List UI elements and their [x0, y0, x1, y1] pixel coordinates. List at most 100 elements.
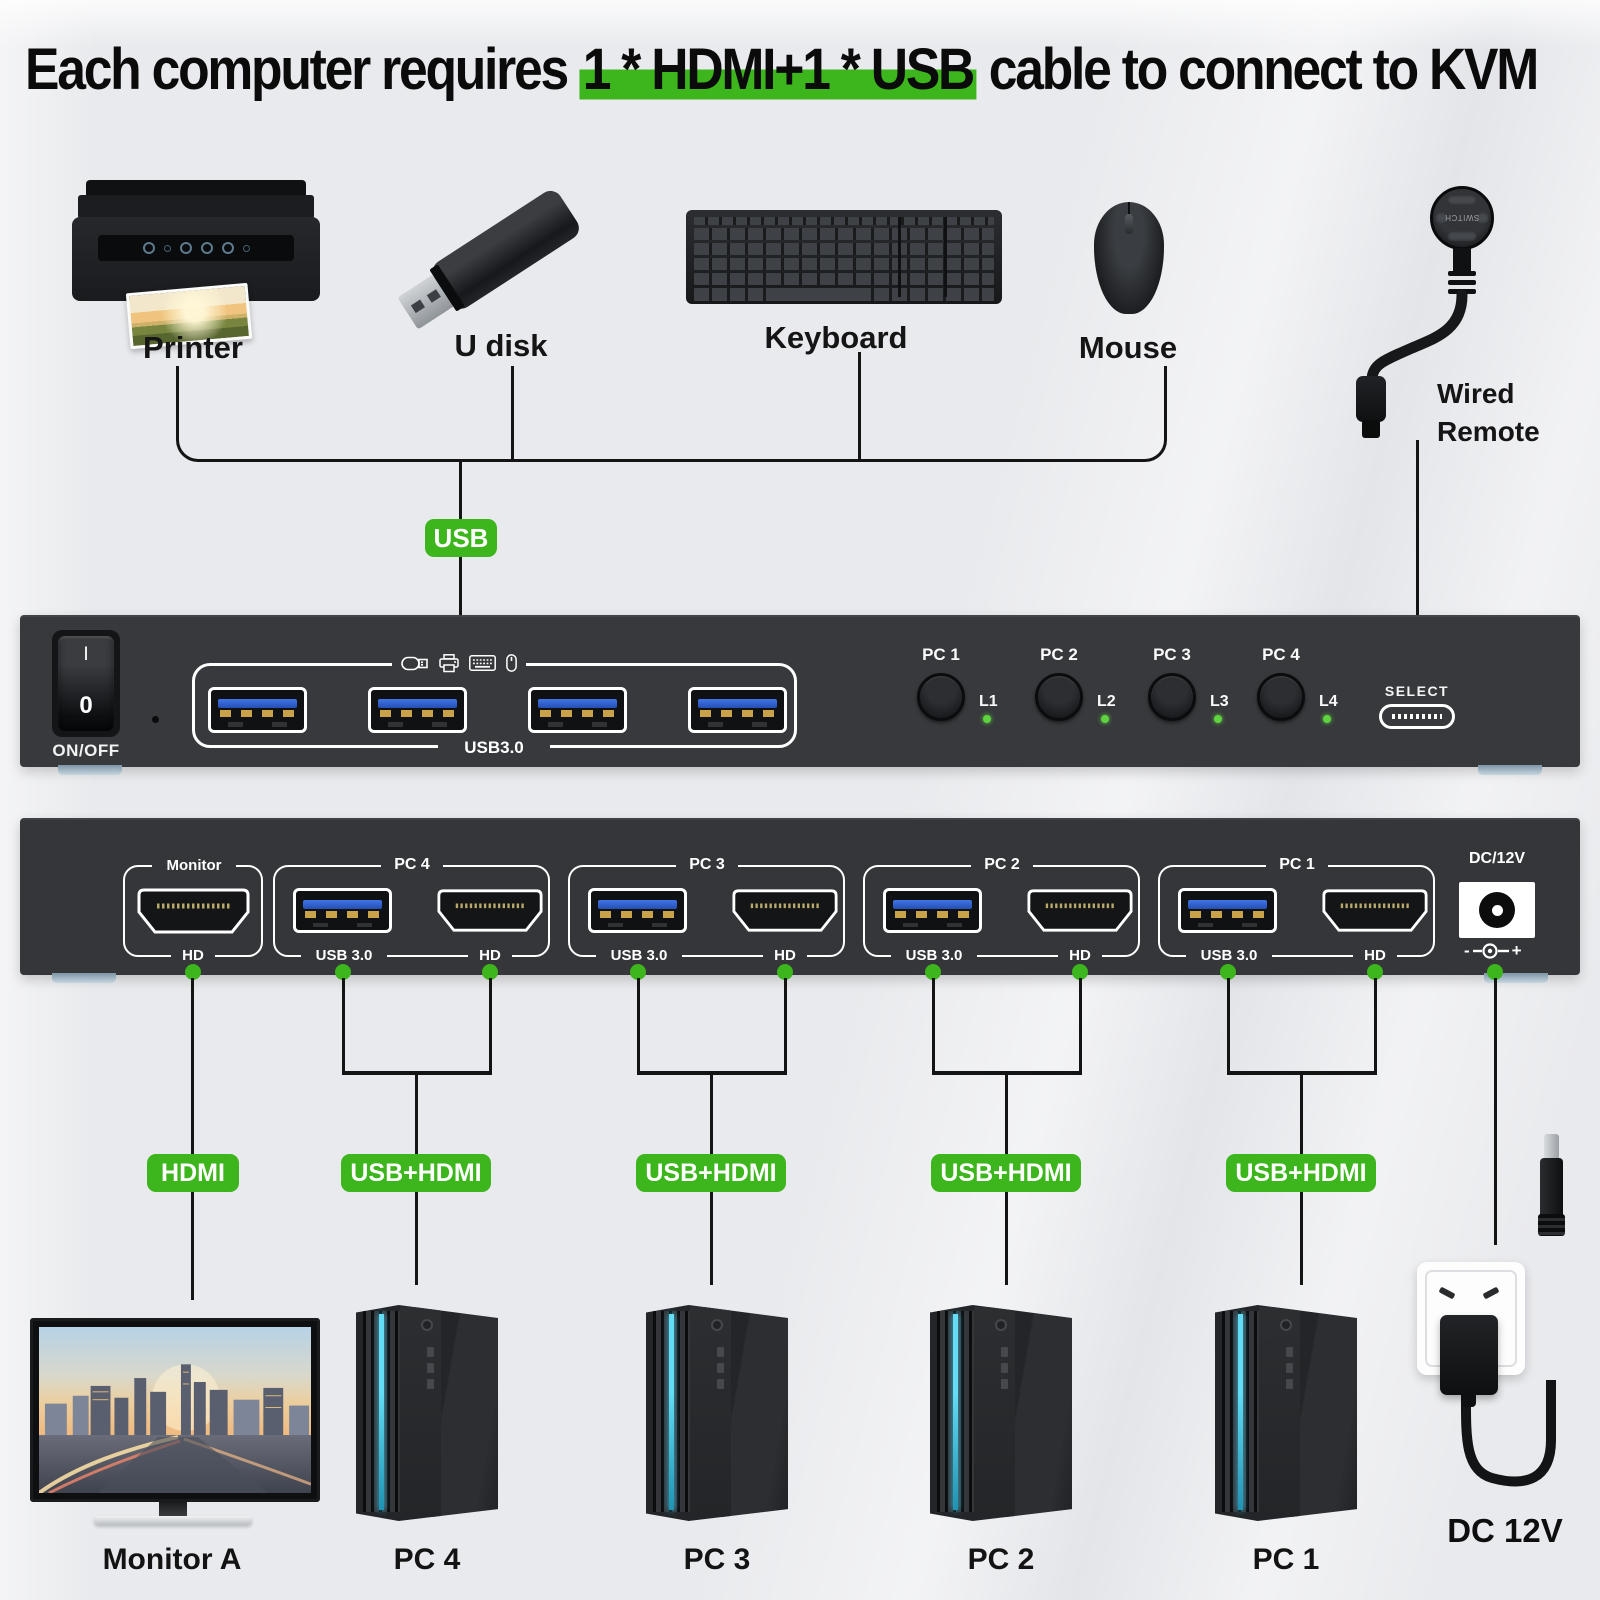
pc3-section-label: PC 3 [689, 856, 725, 873]
remote-cable [1366, 290, 1468, 386]
keyboard-separator [898, 217, 901, 297]
front-port-icons [392, 651, 526, 675]
udisk-line [511, 366, 514, 462]
keyboard-separator [944, 217, 947, 297]
pc1-led [983, 715, 991, 723]
pc4-tower-illustration [356, 1305, 498, 1521]
pc2-hd-label: HD [1069, 946, 1091, 964]
pc4-cable-badge: USB+HDMI [341, 1154, 491, 1192]
pc2-button-label: PC 2 [1040, 645, 1078, 664]
pc4-usb-port [293, 888, 392, 933]
monitor-hdmi-port [137, 888, 250, 934]
printer-power-icon [142, 242, 155, 254]
remote-stem [1453, 248, 1471, 272]
mouse-seam [1128, 202, 1130, 214]
mouse-illustration [1094, 202, 1164, 314]
printer-button-icon [163, 244, 171, 252]
kvm-foot [1484, 973, 1548, 983]
dc-power-adapter [1440, 1315, 1498, 1407]
dc-cable-line [1494, 978, 1497, 1245]
monitor-connection-dot [185, 964, 201, 980]
pc1-usb-port [1178, 888, 1277, 933]
polarity-symbol-icon [1472, 943, 1509, 959]
usb-connector-hole [426, 289, 441, 303]
printer-scanner [78, 195, 314, 219]
remote-stem-rib [1448, 271, 1476, 276]
dc-barrel-connector [1540, 1158, 1563, 1222]
pc4-cable-bracket [342, 978, 492, 1075]
power-off-symbol: 0 [79, 692, 93, 719]
pc1-button [917, 673, 965, 721]
pc2-usb-connection-dot [925, 964, 941, 980]
kvm-foot [52, 973, 116, 983]
dc-power-jack [1459, 882, 1535, 938]
printer-icon [439, 653, 459, 672]
pc2-usb-label: USB 3.0 [905, 946, 963, 964]
keyboard-row [694, 273, 994, 285]
pc2-hd-label-wrap: HD [1058, 945, 1102, 965]
usb-cable-badge: USB [425, 519, 497, 557]
pc2-hdmi-port [1027, 889, 1133, 932]
pc1-hd-connection-dot [1367, 964, 1383, 980]
pc1-hd-label: HD [1364, 946, 1386, 964]
pc2-cable-badge: USB+HDMI [931, 1154, 1081, 1192]
keyboard-line [858, 352, 861, 462]
pc2-usb-label-wrap: USB 3.0 [891, 945, 977, 965]
pc2-led-label: L2 [1097, 693, 1116, 710]
pc4-usb-connection-dot [335, 964, 351, 980]
monitor-hd-label: HD [182, 946, 204, 964]
monitor-a-illustration [30, 1318, 320, 1502]
keyboard-row [694, 258, 994, 270]
pc1-usb-label: USB 3.0 [1200, 946, 1258, 964]
pc1-usb-label-wrap: USB 3.0 [1186, 945, 1272, 965]
mouse-label: Mouse [1078, 330, 1178, 365]
pc1-hd-label-wrap: HD [1353, 945, 1397, 965]
udisk-label: U disk [454, 328, 548, 363]
remote-line [1416, 440, 1419, 656]
pc4-button-label: PC 4 [1262, 645, 1300, 664]
pc4-led-label: L4 [1319, 693, 1338, 710]
monitor-port-label: Monitor [166, 856, 222, 874]
select-usbc-port [1379, 704, 1455, 729]
title-pre: Each computer requires [25, 37, 580, 102]
monitor-cable-line [191, 978, 194, 1300]
pc3-usb-port [588, 888, 687, 933]
polarity-plus: + [1511, 941, 1522, 960]
wired-remote-label-line2: Remote [1437, 415, 1540, 447]
keyboard-row [694, 288, 994, 301]
printer-wifi-icon [221, 242, 234, 254]
dc-adapter-label: DC 12V [1447, 1512, 1563, 1549]
remote-usbc-tip [1362, 420, 1380, 438]
monitor-a-stand-neck [159, 1502, 187, 1517]
keyboard-label: Keyboard [764, 320, 908, 355]
power-switch-label: ON/OFF [52, 741, 120, 760]
pc2-tower-label: PC 2 [967, 1543, 1035, 1576]
pc4-usb-label-wrap: USB 3.0 [301, 945, 387, 965]
device-connector-bracket [176, 366, 1167, 462]
pc4-hd-label-wrap: HD [468, 945, 512, 965]
keyboard-row [694, 228, 994, 240]
keyboard-illustration [686, 210, 1002, 304]
front-usb-port-2 [368, 687, 467, 733]
printer-label: Printer [143, 330, 243, 365]
keyboard-row [694, 243, 994, 255]
pc2-led [1101, 715, 1109, 723]
monitor-a-label: Monitor A [102, 1543, 242, 1576]
reset-pinhole [152, 716, 159, 723]
title-highlight: 1 * HDMI+1 * USB [579, 37, 977, 102]
front-usb-port-4 [688, 687, 787, 733]
pc3-button-label: PC 3 [1153, 645, 1191, 664]
printer-lid [86, 180, 306, 197]
spacebar [766, 288, 866, 301]
polarity-minus: - [1464, 941, 1470, 960]
remote-button-up [1447, 195, 1477, 205]
dc-port-label: DC/12V [1468, 850, 1526, 867]
pc1-cable-bracket [1227, 978, 1377, 1075]
udisk-illustration [397, 178, 608, 330]
pc1-usb-connection-dot [1220, 964, 1236, 980]
pc1-led-label: L1 [979, 693, 998, 710]
pc4-tower-label: PC 4 [393, 1543, 461, 1576]
pc3-tower-illustration [646, 1305, 788, 1521]
dc-barrel-ribs [1538, 1214, 1565, 1236]
pc3-hdmi-port [732, 889, 838, 932]
